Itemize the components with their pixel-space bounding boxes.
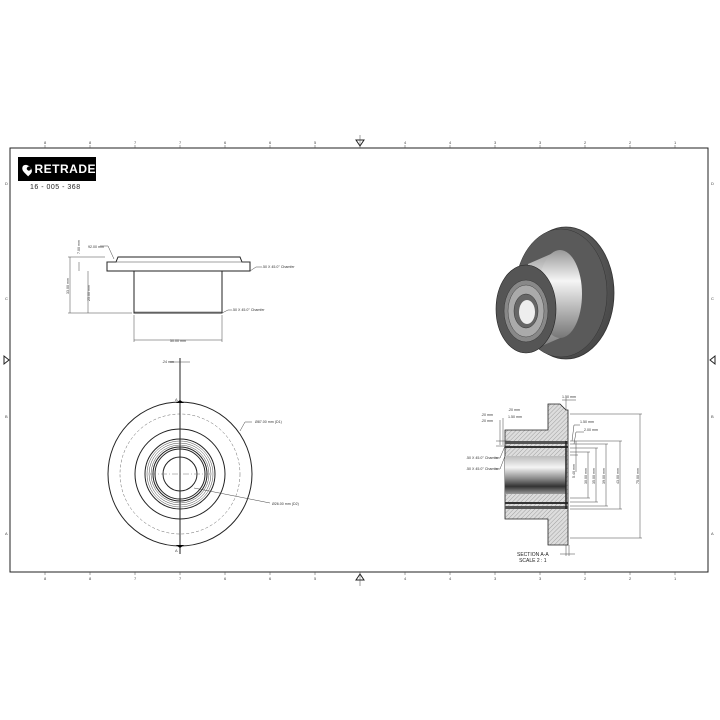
diameter-d1-label: Ø87.00 mm (D1) <box>255 420 282 424</box>
section-view: 1.50 mm .20 mm .20 mm .20 mm 1.50 mm 1.5… <box>466 395 642 556</box>
zone-row-label: B <box>711 414 714 419</box>
chamfer-2-label: .50 X 45.0° Chamfer <box>466 467 499 471</box>
logo-text: RETRADE <box>34 162 96 176</box>
zone-column-label: 8 <box>44 576 47 581</box>
zone-column-label: 3 <box>539 576 542 581</box>
dim-l: 75.00 mm <box>636 468 640 484</box>
center-mark-bottom <box>355 572 365 586</box>
zone-column-label: 1 <box>674 140 677 145</box>
zone-row-label: D <box>5 181 8 186</box>
dim-i: 35.00 mm <box>592 468 596 484</box>
zone-row-label: D <box>711 181 714 186</box>
dim-top-width: 92.00 mm <box>88 245 104 249</box>
section-caption: SECTION A-A SCALE 2 : 1 <box>517 552 549 564</box>
zone-row-label: A <box>5 531 8 536</box>
side-view: 7.00 mm 92.00 mm 33.00 mm 25.00 mm 50.00… <box>66 240 295 343</box>
dim-d: 1.50 mm <box>508 415 522 419</box>
front-view: .24 mm A A Ø87.00 mm (D1) Ø26.00 mm (D2) <box>107 358 299 554</box>
dim-f: 2.00 mm <box>584 428 598 432</box>
dim-c: .20 mm <box>481 419 493 423</box>
zone-column-label: 2 <box>629 140 632 145</box>
isometric-view <box>495 226 615 360</box>
map-pin-icon <box>20 162 35 176</box>
dim-h: 30.00 mm <box>584 468 588 484</box>
dim-e: 1.50 mm <box>580 420 594 424</box>
dim-flange-thickness: 7.00 mm <box>77 240 81 254</box>
section-mark-bottom: A <box>175 548 178 553</box>
zone-column-label: 7 <box>179 576 182 581</box>
part-number: 16 - 005 - 368 <box>30 184 81 191</box>
drawing-border <box>9 147 709 573</box>
zone-column-label: 4 <box>404 576 407 581</box>
dim-g: 5.40 mm <box>572 464 576 478</box>
zone-column-label: 2 <box>584 576 587 581</box>
chamfer-bottom-label: .50 X 45.0° Chamfer <box>232 308 265 312</box>
zone-column-label: 6 <box>269 576 272 581</box>
section-scale: SCALE 2 : 1 <box>519 558 547 564</box>
dim-hub-height: 25.00 mm <box>87 285 91 301</box>
chamfer-top-label: .50 X 45.0° Chamfer <box>262 265 295 269</box>
retrade-logo: RETRADE <box>18 157 96 181</box>
center-mark-right <box>709 354 716 366</box>
zone-column-label: 7 <box>179 140 182 145</box>
zone-row-label: C <box>711 296 714 301</box>
zone-column-label: 4 <box>449 140 452 145</box>
dim-hub-width: 50.00 mm <box>170 339 186 343</box>
zone-column-label: 4 <box>404 140 407 145</box>
zone-column-label: 2 <box>629 576 632 581</box>
zone-column-label: 4 <box>449 576 452 581</box>
dim-overall-height: 33.00 mm <box>66 278 70 294</box>
zone-column-label: 6 <box>269 140 272 145</box>
zone-column-label: 3 <box>539 140 542 145</box>
zone-column-label: 3 <box>494 140 497 145</box>
zone-row-label: B <box>5 414 8 419</box>
zone-column-label: 5 <box>314 576 317 581</box>
zone-column-label: 7 <box>134 576 137 581</box>
diameter-d2-label: Ø26.00 mm (D2) <box>272 502 299 506</box>
zone-row-label: A <box>711 531 714 536</box>
zone-column-label: 1 <box>674 576 677 581</box>
dim-b: .20 mm <box>481 413 493 417</box>
zone-column-label: 8 <box>44 140 47 145</box>
zone-column-label: 6 <box>224 576 227 581</box>
section-title: SECTION A-A <box>517 552 549 558</box>
center-mark-left <box>3 354 10 366</box>
zone-column-label: 7 <box>134 140 137 145</box>
dim-top: 1.50 mm <box>562 395 576 399</box>
zone-column-label: 5 <box>314 140 317 145</box>
zone-column-label: 2 <box>584 140 587 145</box>
center-mark-top <box>355 135 365 148</box>
zone-column-label: 8 <box>89 140 92 145</box>
dim-j: 39.00 mm <box>602 468 606 484</box>
section-mark-top: A <box>175 397 178 402</box>
chamfer-1-label: .50 X 45.0° Chamfer <box>466 456 499 460</box>
zone-column-label: 3 <box>494 576 497 581</box>
dim-top: .24 mm <box>162 360 174 364</box>
dim-a: .20 mm <box>508 408 520 412</box>
zone-column-label: 6 <box>224 140 227 145</box>
dim-k: 43.00 mm <box>616 468 620 484</box>
zone-row-label: C <box>5 296 8 301</box>
zone-column-label: 8 <box>89 576 92 581</box>
